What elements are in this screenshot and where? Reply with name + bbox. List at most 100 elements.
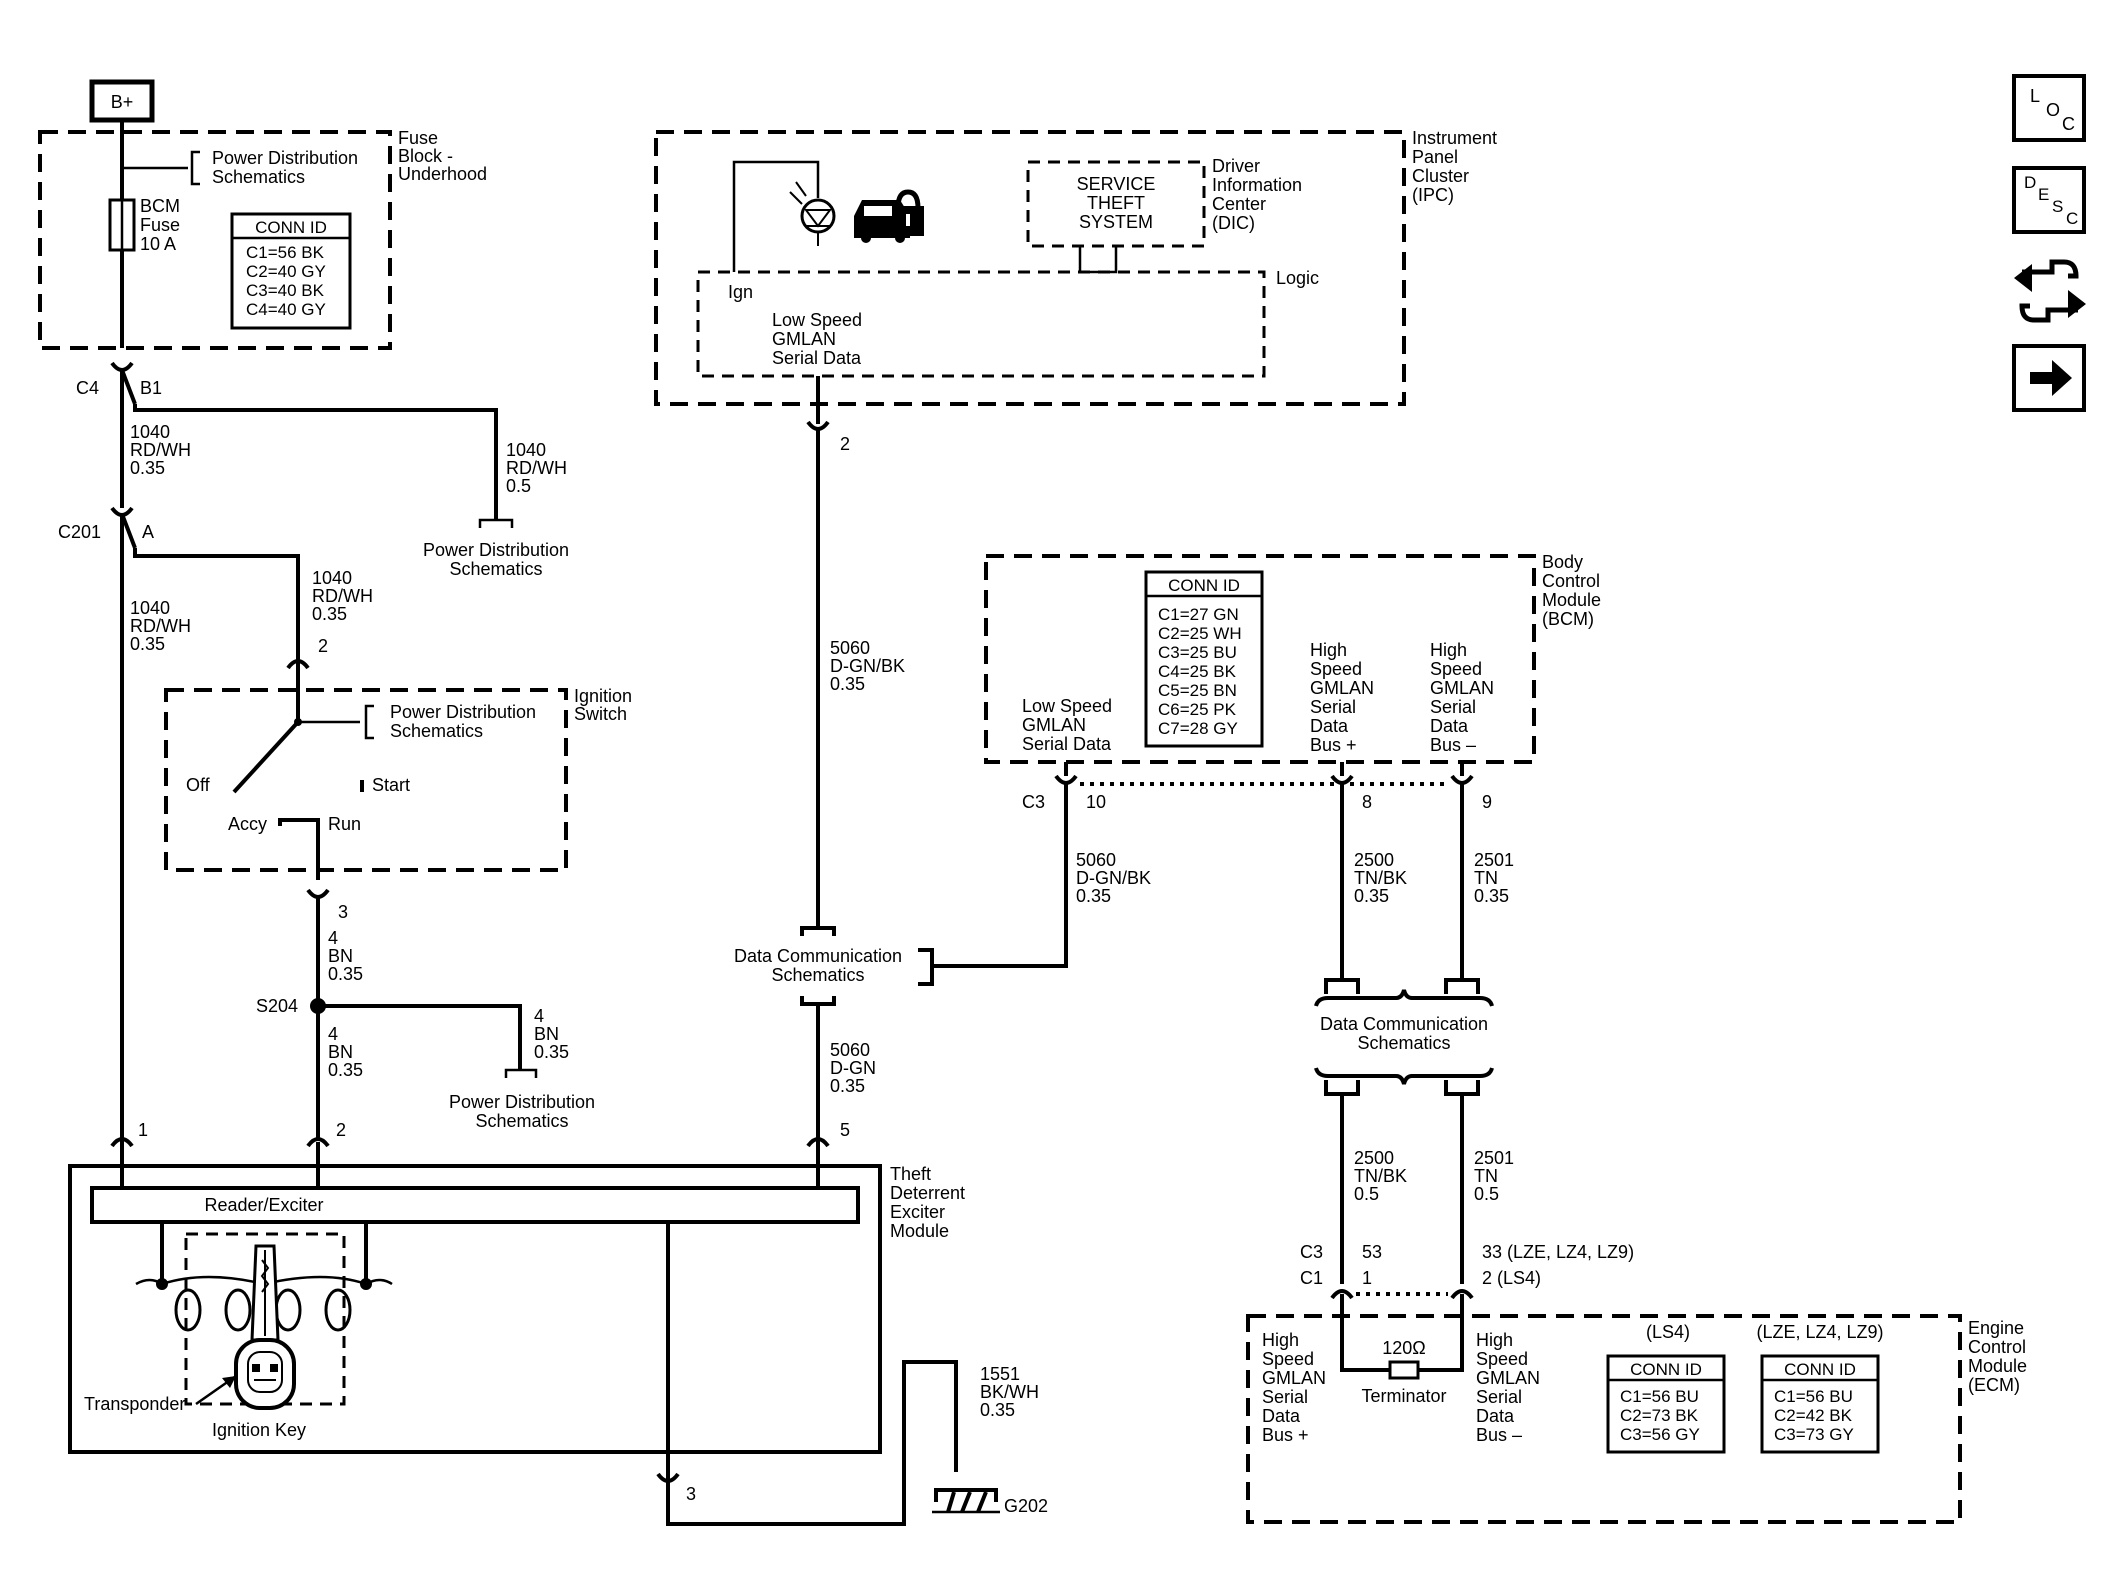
bcm-hs-minus: High	[1430, 640, 1467, 660]
engine-control-module: Engine Control Module (ECM) High Speed G…	[1246, 1314, 2027, 1524]
wire-1040-b-2: RD/WH	[506, 458, 567, 478]
ipc-lsg-2: GMLAN	[772, 329, 836, 349]
conn-id-row: C6=25 PK	[1158, 700, 1237, 719]
desc-letter: S	[2052, 197, 2063, 216]
ecm-hs-minus: High	[1476, 1330, 1513, 1350]
switch-accy: Accy	[228, 814, 267, 834]
power-distribution-link-1[interactable]: Power Distribution Schematics	[423, 540, 569, 579]
fuse-block-underhood: Fuse Block - Underhood Power Distributio…	[38, 128, 487, 350]
wire-4-c-1: 4	[328, 1024, 338, 1044]
fuse-block-title-2: Block -	[398, 146, 453, 166]
connector-end-view-icon[interactable]	[2014, 259, 2086, 323]
theft-deterrent-exciter-module: Theft Deterrent Exciter Module Reader/Ex…	[68, 1164, 965, 1492]
wire-5060-b-3: 0.35	[1076, 886, 1111, 906]
conn-id-row: C1=56 BK	[246, 243, 325, 262]
bcm-lsg-1: Low Speed	[1022, 696, 1112, 716]
dic-title-2: Information	[1212, 175, 1302, 195]
wire-4-a-1: 4	[328, 928, 338, 948]
terminator-label: Terminator	[1361, 1386, 1446, 1406]
tdm-title-1: Theft	[890, 1164, 931, 1184]
conn-id-header: CONN ID	[1168, 576, 1240, 595]
data-comm-1-line2: Schematics	[771, 965, 864, 985]
security-indicator-icon	[789, 181, 836, 246]
wire-4-c-3: 0.35	[328, 1060, 363, 1080]
power-dist-fuse-2: Schematics	[212, 167, 305, 187]
ecm-hs-minus: Bus –	[1476, 1425, 1522, 1445]
switch-start: Start	[372, 775, 410, 795]
label-tdm-2: 2	[336, 1120, 346, 1140]
wire-4-b-1: 4	[534, 1006, 544, 1026]
ignition-switch-title-1: Ignition	[574, 686, 632, 706]
wire-1040-a-2: RD/WH	[130, 440, 191, 460]
conn-id-header: CONN ID	[1630, 1360, 1702, 1379]
ign-label: Ign	[728, 282, 753, 302]
transponder-label: Transponder	[84, 1394, 185, 1414]
label-s204: S204	[256, 996, 298, 1016]
wire-2500-b-1: 2500	[1354, 1148, 1394, 1168]
ls4-label: (LS4)	[1646, 1322, 1690, 1342]
power-dist-ign-1: Power Distribution	[390, 702, 536, 722]
bcm-hs-minus: Data	[1430, 716, 1469, 736]
label-tdm-3: 3	[686, 1484, 696, 1504]
wire-5060-a-3: 0.35	[830, 674, 865, 694]
service-theft-2: THEFT	[1087, 193, 1145, 213]
power-distribution-link-2[interactable]: Power Distribution Schematics	[449, 1092, 595, 1131]
ecm-hs-minus: GMLAN	[1476, 1368, 1540, 1388]
dic-title-4: (DIC)	[1212, 213, 1255, 233]
wire-1040-d-3: 0.35	[130, 634, 165, 654]
label-ecm-33: 33 (LZE, LZ4, LZ9)	[1482, 1242, 1634, 1262]
wire-1551-2: BK/WH	[980, 1382, 1039, 1402]
connector-c4-b1: C4 B1	[76, 361, 162, 508]
loc-letter: O	[2046, 100, 2060, 120]
bcm-hs-minus: Speed	[1430, 659, 1482, 679]
data-comm-2-line2: Schematics	[1357, 1033, 1450, 1053]
conn-id-row: C3=73 GY	[1774, 1425, 1854, 1444]
wire-2500-a-3: 0.35	[1354, 886, 1389, 906]
wire-5060-c-2: D-GN	[830, 1058, 876, 1078]
ecm-conn-id-ls4: CONN ID C1=56 BU C2=73 BK C3=56 GY	[1606, 1354, 1726, 1454]
bcm-title-1: Body	[1542, 552, 1583, 572]
wire-2500-a-1: 2500	[1354, 850, 1394, 870]
data-communication-link-1[interactable]: Data Communication Schematics	[734, 946, 902, 985]
label-a: A	[142, 522, 154, 542]
conn-id-row: C1=56 BU	[1620, 1387, 1699, 1406]
conn-id-row: C5=25 BN	[1158, 681, 1237, 700]
conn-id-header: CONN ID	[255, 218, 327, 237]
ignition-key-label: Ignition Key	[212, 1420, 306, 1440]
label-ecm-c3: C3	[1300, 1242, 1323, 1262]
bcm-hs-minus: Serial	[1430, 697, 1476, 717]
wire-2500-b-3: 0.5	[1354, 1184, 1379, 1204]
bcm-lsg-3: Serial Data	[1022, 734, 1112, 754]
wire-4-c-2: BN	[328, 1042, 353, 1062]
dic-title-1: Driver	[1212, 156, 1260, 176]
ecm-hs-plus: High	[1262, 1330, 1299, 1350]
tdm-title-2: Deterrent	[890, 1183, 965, 1203]
description-button[interactable]: D E S C	[2012, 166, 2086, 234]
desc-letter: E	[2038, 185, 2049, 204]
label-ign-2: 2	[318, 636, 328, 656]
wire-1551-3: 0.35	[980, 1400, 1015, 1420]
wire-1040-d-1: 1040	[130, 598, 170, 618]
next-page-arrow-icon[interactable]	[2012, 344, 2086, 412]
fuse-label-3: 10 A	[140, 234, 176, 254]
data-communication-link-2[interactable]: Data Communication Schematics	[1320, 1014, 1488, 1053]
bcm-hs-plus: High	[1310, 640, 1347, 660]
label-bcm-9: 9	[1482, 792, 1492, 812]
wire-1040-a-1: 1040	[130, 422, 170, 442]
label-ecm-1: 1	[1362, 1268, 1372, 1288]
location-button[interactable]: L O C	[2012, 74, 2086, 142]
power-distribution-link-ign[interactable]: Power Distribution Schematics	[390, 702, 536, 741]
wire-1040-a-3: 0.35	[130, 458, 165, 478]
ecm-hs-minus: Data	[1476, 1406, 1515, 1426]
ignition-key-icon	[234, 1244, 296, 1410]
wire-5060-c-3: 0.35	[830, 1076, 865, 1096]
ecm-hs-minus: Serial	[1476, 1387, 1522, 1407]
car-lock-icon	[854, 189, 924, 243]
bcm-hs-plus: GMLAN	[1310, 678, 1374, 698]
wire-2501-b-3: 0.5	[1474, 1184, 1499, 1204]
power-distribution-link-fuse[interactable]: Power Distribution Schematics	[212, 148, 358, 187]
wire-2500-a-2: TN/BK	[1354, 868, 1407, 888]
switch-off: Off	[186, 775, 211, 795]
label-c201: C201	[58, 522, 101, 542]
